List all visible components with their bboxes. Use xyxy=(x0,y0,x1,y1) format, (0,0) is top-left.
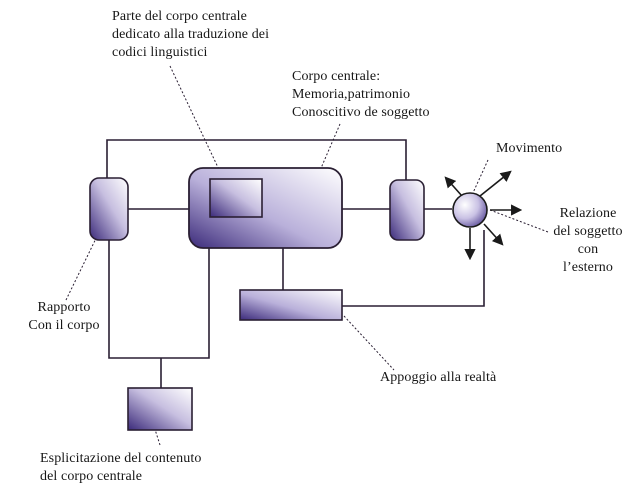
label-relazione: Relazione del soggetto con l’esterno xyxy=(553,206,623,275)
leader-movimento xyxy=(471,159,489,196)
label-parte-corpo-centrale: Parte del corpo centrale dedicato alla t… xyxy=(112,9,270,60)
label-appoggio: Appoggio alla realtà xyxy=(380,370,497,385)
box-rapporto xyxy=(89,177,129,241)
circle-soggetto xyxy=(452,192,488,228)
connector-lines xyxy=(106,139,485,388)
arrow-up-left xyxy=(444,176,463,197)
label-movimento: Movimento xyxy=(496,141,563,156)
movement-node xyxy=(444,170,523,261)
top-frame-line xyxy=(106,139,407,180)
label-rapporto: Rapporto Con il corpo xyxy=(28,300,100,333)
arrow-up-right xyxy=(479,170,512,197)
link-appoggio-circle xyxy=(342,230,485,307)
label-corpo-centrale: Corpo centrale: Memoria,patrimonio Conos… xyxy=(292,69,430,120)
arrow-down-right xyxy=(483,223,504,246)
leader-appoggio xyxy=(343,315,395,371)
link-left-bottom xyxy=(108,240,210,359)
box-appoggio xyxy=(239,289,343,321)
label-esplicitazione: Esplicitazione del contenuto del corpo c… xyxy=(40,451,202,484)
box-right xyxy=(389,179,425,241)
box-codici-linguistici xyxy=(209,178,263,218)
box-esplicitazione xyxy=(127,387,193,431)
